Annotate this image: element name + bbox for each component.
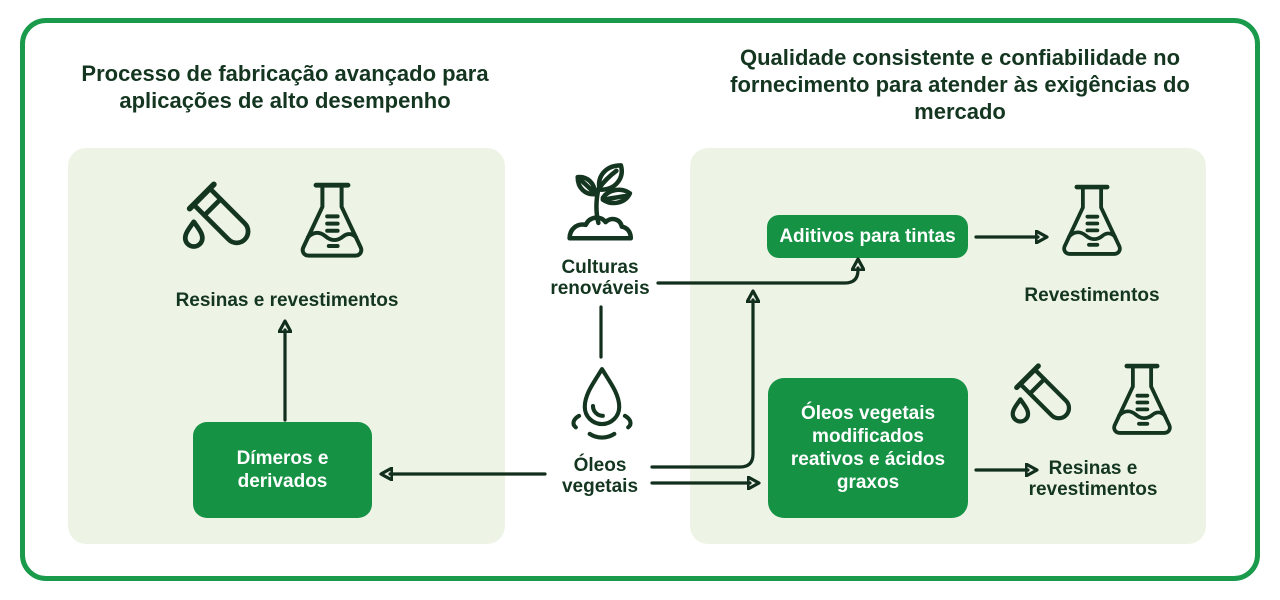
test-tube-with-drop-icon <box>171 180 266 275</box>
renewable-crops-icon <box>557 160 647 250</box>
modified-oils-node: Óleos vegetais modificados reativos e ác… <box>768 378 968 518</box>
coatings-label: Revestimentos <box>1024 285 1160 306</box>
flask-icon <box>1054 176 1130 268</box>
flask-icon <box>1104 356 1180 446</box>
paint-additives-node: Aditivos para tintas <box>767 215 968 258</box>
left-process-panel: Resinas e revestimentos Dímeros e deriva… <box>68 148 505 544</box>
left-section-title: Processo de fabricação avançado para apl… <box>81 61 489 113</box>
oil-drop-icon <box>561 360 643 452</box>
right-section-title: Qualidade consistente e confiabilidade n… <box>730 45 1190 124</box>
resins-coatings-label-left: Resinas e revestimentos <box>175 290 399 311</box>
dimers-derivatives-node: Dímeros e derivados <box>193 422 372 518</box>
test-tube-with-drop-icon <box>1000 362 1085 447</box>
right-quality-panel: Aditivos para tintas Revestimentos Óleos… <box>690 148 1206 544</box>
resins-coatings-label-right: Resinas e revestimentos <box>1028 458 1158 500</box>
renewable-crops-label: Culturas renováveis <box>550 257 650 299</box>
flask-icon <box>292 174 372 270</box>
vegetable-oils-label: Óleos vegetais <box>561 455 639 497</box>
